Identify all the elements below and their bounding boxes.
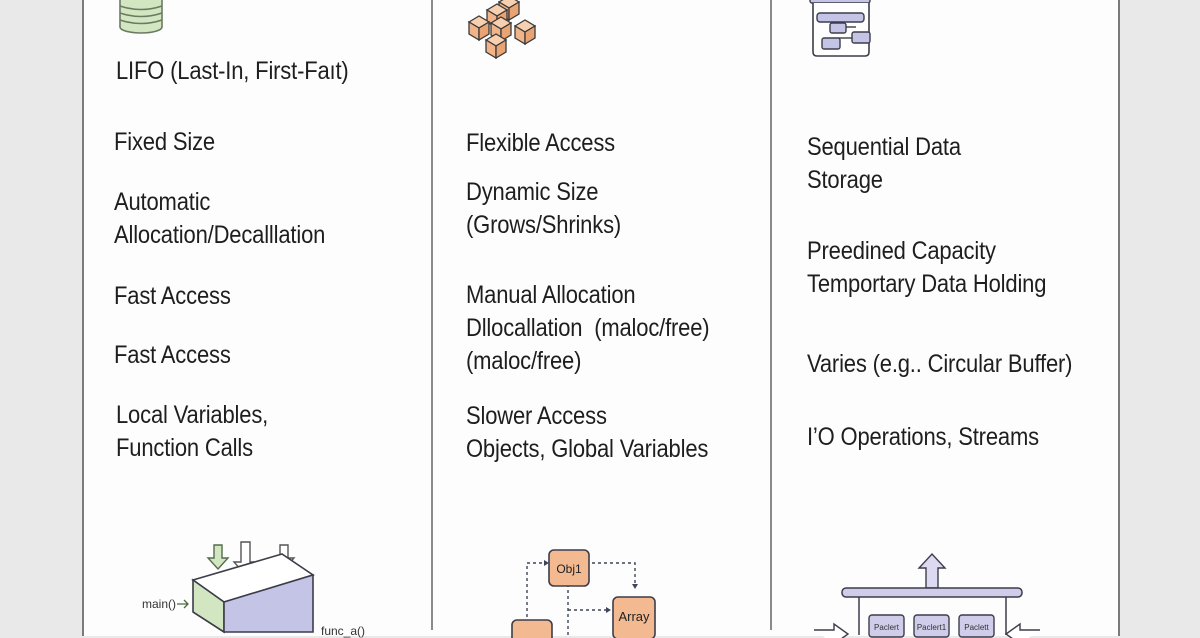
stack-property-size: Fixed Size [114, 128, 215, 156]
push-arrow-icon [206, 544, 230, 571]
queue-property-storage: Sequential Data Storage [807, 133, 961, 194]
queue-property-usage: I’O Operations, Streams [807, 423, 1039, 451]
stack-property-access-repeat: Fast Access [114, 341, 231, 369]
heap-node-label-array: Array [618, 609, 650, 624]
stack-property-lifo: LIFO (Last-In, First-Faıt) [116, 57, 349, 85]
stack-property-access: Fast Access [114, 282, 231, 310]
heap-node-obj1 [548, 549, 590, 587]
dequeue-arrow-icon [917, 552, 947, 589]
heap-property-size: Dynamic Size (Grows/Shrinks) [466, 178, 622, 239]
heap-node-label-obj1: Obj1 [556, 562, 582, 576]
queue-property-capacity: Preedined Capacity Temportary Data Holdi… [807, 237, 1047, 298]
heap-property-access: Flexible Access [466, 129, 615, 157]
stack-property-usage: Local Variables, Function Calls [116, 401, 269, 462]
stack-frames-diagram: main() func_a() [142, 541, 365, 638]
heap-property-usage: Slower Access Objects, Global Variables [466, 402, 709, 463]
object-graph-diagram: Obj1 Array [511, 549, 656, 638]
scattered-cubes-icon [468, 0, 536, 59]
packet-label: Paclert1 [917, 623, 947, 632]
stack-frame-label-main: main() [142, 597, 176, 611]
queue-property-implementation: Varies (e.g.. Circular Buffer) [807, 350, 1073, 378]
buffer-jar-icon [809, 0, 871, 57]
packet-label: Paclett [964, 623, 989, 632]
packet-label: Paclert [874, 623, 900, 632]
heap-property-allocation: Manual Allocation Dllocallation (maloc/f… [466, 281, 710, 375]
heap-node-array [612, 596, 656, 638]
packet-buffer-diagram: Paclert Paclert1 Paclett [814, 552, 1040, 638]
column-divider [770, 0, 772, 630]
stack-frame-label-func: func_a() [321, 624, 365, 638]
stacked-disks-icon [119, 0, 163, 34]
stack-property-allocation: Automatic Allocation/Decalllation [114, 188, 326, 249]
comparison-panel [82, 0, 1120, 636]
column-divider [431, 0, 433, 630]
heap-node [511, 619, 553, 638]
